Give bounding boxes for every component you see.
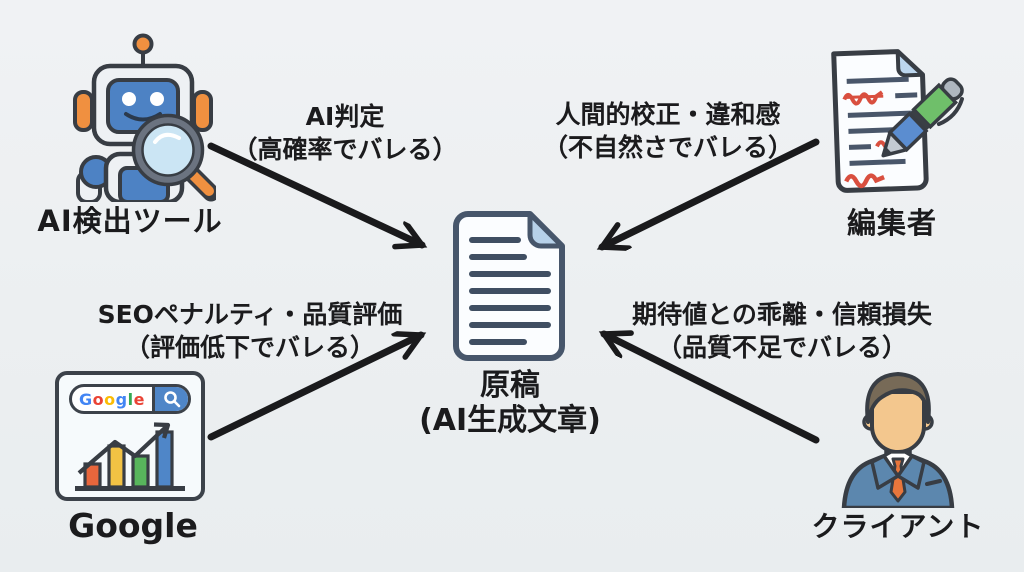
- edge-label-line1: SEOペナルティ・品質評価: [97, 300, 403, 329]
- edge-label-line2: （不自然さでバレる）: [542, 133, 794, 162]
- edge-label-ai-judgement: AI判定 （高確率でバレる）: [232, 100, 457, 166]
- node-label-ai-detection-tool: AI検出ツール: [37, 204, 223, 238]
- node-label-editor: 編集者: [846, 206, 938, 240]
- edge-label-line2: （品質不足でバレる）: [656, 333, 908, 362]
- manuscript-title: 原稿: [480, 368, 540, 403]
- bar-chart-icon: [75, 422, 185, 491]
- arrow-google-to-manuscript: [207, 335, 421, 441]
- manuscript-subtitle: (AI生成文章): [419, 403, 601, 439]
- edge-label-line1: 人間的校正・違和感: [555, 100, 781, 129]
- document-icon: [453, 211, 565, 361]
- edge-label-line2: （高確率でバレる）: [232, 135, 458, 164]
- arrow-ai-detector-to-manuscript: [207, 142, 422, 245]
- node-label-google: Google: [68, 506, 198, 545]
- edited-document-pen-icon: [831, 49, 964, 193]
- node-label-manuscript: 原稿 (AI生成文章): [419, 368, 601, 439]
- businessman-icon: [841, 372, 955, 508]
- arrow-client-to-manuscript: [604, 334, 820, 444]
- robot-magnifier-icon: [73, 33, 216, 202]
- edge-label-line1: AI判定: [305, 102, 385, 131]
- edge-label-human-proofreading: 人間的校正・違和感 （不自然さでバレる）: [543, 98, 793, 164]
- node-label-client: クライアント: [811, 510, 985, 543]
- edge-label-line2: （評価低下でバレる）: [124, 333, 375, 362]
- edge-label-expectation-gap: 期待値との乖離・信頼損失 （品質不足でバレる）: [632, 298, 932, 364]
- arrow-editor-to-manuscript: [602, 138, 820, 247]
- edge-label-line1: 期待値との乖離・信頼損失: [632, 300, 932, 329]
- search-button-icon: [152, 387, 188, 411]
- edge-label-seo-penalty: SEOペナルティ・品質評価 （評価低下でバレる）: [98, 298, 403, 364]
